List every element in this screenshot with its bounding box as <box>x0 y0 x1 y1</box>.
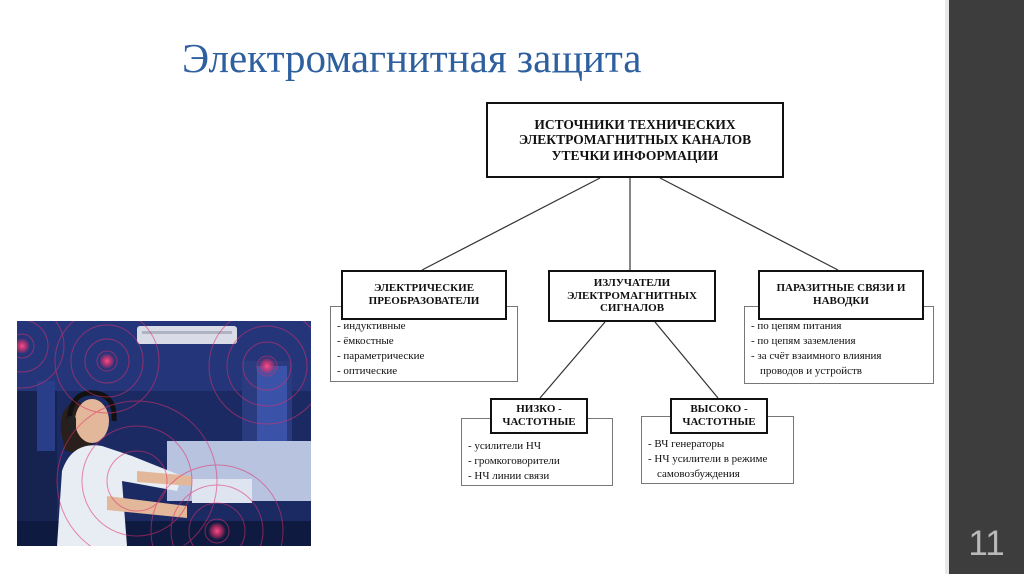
emitters-label: ИЗЛУЧАТЕЛИ ЭЛЕКТРОМАГНИТНЫХ СИГНАЛОВ <box>567 277 697 315</box>
right-sidebar <box>949 0 1024 574</box>
diagram-connectors <box>421 177 839 399</box>
list-item: - усилители НЧ <box>468 440 541 452</box>
low-freq-label: НИЗКО - ЧАСТОТНЫЕ <box>502 403 576 428</box>
list-item: - параметрические <box>337 350 425 362</box>
root-box: ИСТОЧНИКИ ТЕХНИЧЕСКИХ ЭЛЕКТРОМАГНИТНЫХ К… <box>486 102 784 178</box>
converters-box: ЭЛЕКТРИЧЕСКИЕ ПРЕОБРАЗОВАТЕЛИ <box>341 270 507 320</box>
high-freq-box: ВЫСОКО - ЧАСТОТНЫЕ <box>670 398 768 434</box>
list-item: самовозбуждения <box>657 468 740 480</box>
page-number: 11 <box>968 524 1005 563</box>
connector-root-parasitic <box>659 177 839 271</box>
list-item: - громкоговорители <box>468 455 560 467</box>
list-item: - индуктивные <box>337 320 406 332</box>
converters-label: ЭЛЕКТРИЧЕСКИЕ ПРЕОБРАЗОВАТЕЛИ <box>368 282 480 307</box>
list-item: - по цепям заземления <box>751 335 856 347</box>
sidebar-edge <box>945 0 949 574</box>
connector-emitters-high <box>654 321 719 399</box>
connector-root-converters <box>421 177 601 271</box>
list-item: - по цепям питания <box>751 320 842 332</box>
page-title: Электромагнитная защита <box>182 35 642 81</box>
list-item: - ВЧ генераторы <box>648 438 725 450</box>
illustration-svg <box>17 321 311 546</box>
parasitic-box: ПАРАЗИТНЫЕ СВЯЗИ И НАВОДКИ <box>758 270 924 320</box>
illustration-image <box>17 321 311 546</box>
list-item: - НЧ усилители в режиме <box>648 453 768 465</box>
list-item: проводов и устройств <box>760 365 862 377</box>
low-freq-box: НИЗКО - ЧАСТОТНЫЕ <box>490 398 588 434</box>
list-item: - ёмкостные <box>337 335 394 347</box>
emitters-box: ИЗЛУЧАТЕЛИ ЭЛЕКТРОМАГНИТНЫХ СИГНАЛОВ <box>548 270 716 322</box>
parasitic-label: ПАРАЗИТНЫЕ СВЯЗИ И НАВОДКИ <box>776 282 906 307</box>
root-label: ИСТОЧНИКИ ТЕХНИЧЕСКИХ ЭЛЕКТРОМАГНИТНЫХ К… <box>518 116 752 163</box>
high-freq-label: ВЫСОКО - ЧАСТОТНЫЕ <box>682 403 756 428</box>
list-item: - НЧ линии связи <box>468 470 550 482</box>
list-item: - за счёт взаимного влияния <box>751 350 882 362</box>
connector-emitters-low <box>539 321 606 399</box>
list-item: - оптические <box>337 365 398 377</box>
